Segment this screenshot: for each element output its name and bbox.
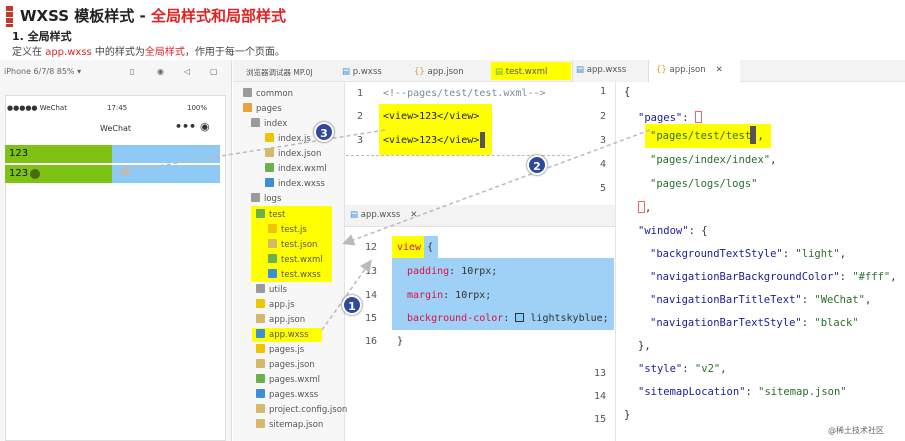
tree-file[interactable]: test.json: [268, 239, 317, 250]
json-value: "pages/logs/logs": [650, 178, 758, 190]
arrow-2: [342, 129, 651, 246]
section-description: 定义在 app.wxss 中的样式为全局样式，作用于每一个页面。: [12, 47, 285, 58]
text-cursor: [480, 132, 485, 148]
json-pair: "navigationBarBackgroundColor": "#fff",: [650, 271, 897, 283]
tab-test-wxml[interactable]: ▤ test.wxml: [495, 67, 548, 77]
step-badge-3: 3: [314, 122, 334, 142]
tab-app-json-active[interactable]: {} app.json✕: [656, 65, 723, 75]
css-selector: view {: [397, 242, 434, 253]
tree-file[interactable]: test.wxml: [268, 254, 323, 265]
tree-file[interactable]: pages.wxss: [256, 389, 318, 400]
section-heading: 1. 全局样式: [12, 30, 72, 43]
css-declaration: margin: 10rpx;: [407, 290, 492, 301]
tree-file[interactable]: test.wxss: [268, 269, 321, 280]
tab-app-wxss-bg: [572, 60, 647, 82]
close-icon: ✕: [410, 210, 418, 220]
device-select[interactable]: iPhone 6/7/8 85% ▾: [4, 67, 82, 76]
close-capsule-icon[interactable]: ◉: [200, 120, 210, 133]
simulator-toolbar: iPhone 6/7/8 85% ▾ ▯ ◉ ◁ ▢: [0, 62, 232, 84]
record-icon[interactable]: ◉: [157, 67, 164, 76]
back-icon[interactable]: ◁: [184, 67, 191, 76]
tree-file[interactable]: app.json: [256, 314, 305, 325]
tree-folder[interactable]: common: [243, 88, 293, 99]
window-icon[interactable]: ▢: [210, 67, 218, 76]
tree-file[interactable]: sitemap.json: [256, 419, 323, 430]
tree-file[interactable]: project.config.json: [256, 404, 347, 415]
tab-highlight: [491, 62, 571, 80]
json-value: "pages/test/test",: [650, 130, 764, 142]
arrow-3: [117, 129, 386, 177]
tree-file[interactable]: app.wxss: [256, 329, 309, 340]
tree-folder[interactable]: pages: [243, 103, 282, 114]
page-title: WXSS 模板样式 - 全局样式和局部样式: [20, 7, 286, 25]
wxml-highlight: [379, 104, 492, 155]
css-declaration: padding: 10rpx;: [407, 266, 498, 277]
nav-title: WeChat: [100, 124, 132, 133]
wxml-line: <view>123</view>: [383, 111, 480, 122]
view-row: 123: [5, 165, 220, 183]
json-pair: "sitemapLocation": "sitemap.json": [638, 386, 847, 398]
step-badge-2: 2: [527, 155, 547, 175]
tree-file[interactable]: index.wxss: [265, 178, 325, 189]
tab-app-json[interactable]: {} app.json: [414, 67, 464, 77]
tree-file[interactable]: index.wxml: [265, 163, 327, 174]
tree-file[interactable]: pages.json: [256, 359, 315, 370]
tree-file[interactable]: pages.js: [256, 344, 304, 355]
color-swatch-icon: [515, 313, 525, 322]
tab-app-wxss[interactable]: ▤ app.wxss: [576, 65, 627, 75]
tab-debugger[interactable]: 浏览器调试器 MP.0J: [246, 68, 313, 77]
view-row: 123: [5, 145, 220, 163]
json-pair: "style": "v2",: [638, 363, 727, 375]
wxml-comment: <!--pages/test/test.wxml-->: [383, 88, 546, 99]
tree-folder[interactable]: index: [251, 118, 287, 129]
wxml-line: <view>123</view>: [383, 135, 480, 146]
close-icon: ✕: [715, 65, 723, 75]
tree-folder[interactable]: logs: [251, 193, 281, 204]
wxss-tab-bar: [345, 205, 615, 227]
wechat-nav-bar: WeChat ••• ◉: [5, 118, 226, 140]
tab-active-bg: [648, 60, 740, 82]
tree-file[interactable]: app.js: [256, 299, 295, 310]
text-cursor: [750, 126, 756, 144]
tree-file[interactable]: index.js: [265, 133, 311, 144]
wxss-selection: [392, 258, 614, 330]
test-folder-highlight: [251, 206, 332, 282]
tree-folder[interactable]: utils: [256, 284, 287, 295]
css-declaration: background-color: lightskyblue;: [407, 313, 609, 324]
tree-file[interactable]: index.json: [265, 148, 321, 159]
more-icon[interactable]: •••: [175, 120, 197, 133]
cursor-dot-icon: [30, 169, 40, 179]
app-wxss-highlight: [252, 328, 322, 342]
json-key: "window": {: [638, 225, 708, 237]
json-pair: "navigationBarTitleText": "WeChat",: [650, 294, 872, 306]
step-badge-1: 1: [342, 295, 362, 315]
tab-app-wxss-popup[interactable]: ▤ app.wxss✕: [350, 210, 418, 220]
json-value: "pages/index/index",: [650, 154, 777, 166]
json-key: "pages":: [638, 111, 702, 124]
tree-folder[interactable]: test: [256, 209, 285, 220]
phone-icon[interactable]: ▯: [130, 67, 135, 76]
header-accent-bar: [6, 6, 13, 27]
json-pair: "navigationBarTextStyle": "black": [650, 317, 859, 329]
json-pair: "backgroundTextStyle": "light",: [650, 248, 847, 260]
tab-p-wxss[interactable]: ▤ p.wxss: [342, 67, 382, 77]
watermark: @稀土技术社区: [828, 426, 884, 435]
tree-file[interactable]: pages.wxml: [256, 374, 320, 385]
tree-file[interactable]: test.js: [268, 224, 307, 235]
